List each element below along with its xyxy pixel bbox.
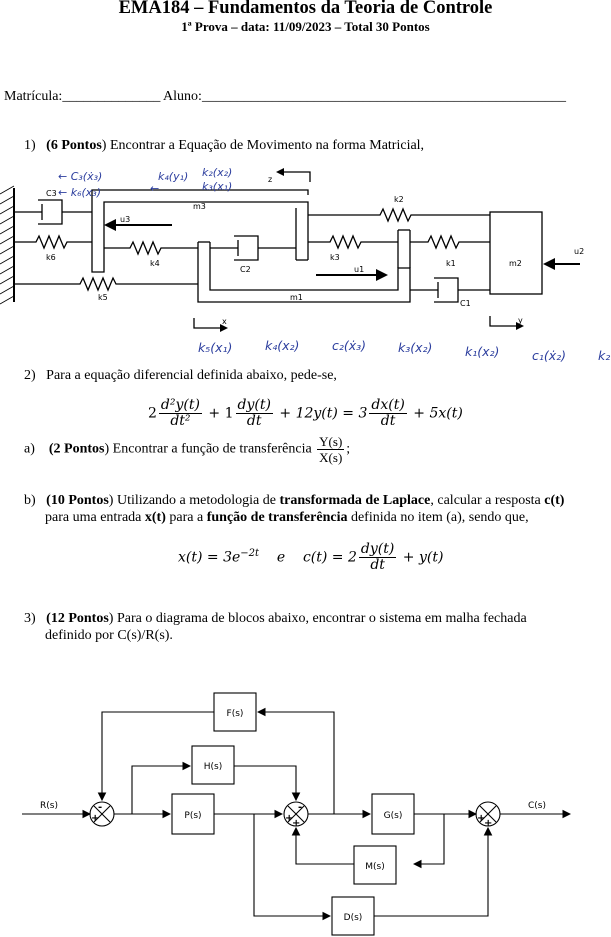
label-m2: m2 [509,259,522,268]
sign-s1-left: + [91,813,99,824]
sign-s2-top: - [298,802,302,813]
q2-item-b: b) (10 Pontos) Utilizando a metodologia … [24,493,565,508]
q2-number: 2) [24,368,36,383]
hw-k5x1: k₅(x₁) [198,340,232,355]
mechanical-system-figure: C3 u3 m3 k6 k4 C2 k3 u1 k2 k1 m2 u2 k5 m… [0,166,610,363]
q1-number: 1) [24,138,36,153]
input-label: R(s) [40,801,58,811]
hw-arrow: ← [150,182,159,195]
block-d: D(s) [344,913,363,923]
hw-k4y1: k₄(y₁) [158,170,188,183]
label-k4: k4 [150,259,160,268]
student-line: Matrícula:______________ Aluno:_________… [4,88,566,105]
label-k1: k1 [446,259,456,268]
hw-c2x3: c₂(ẋ₃) [332,338,366,353]
q1-points: (6 Pontos [46,138,102,153]
label-y: y [518,316,523,325]
sign-s3-bottom: + [484,818,492,829]
hw-k1x2: k₁(x₂) [465,344,499,359]
q2-item-a: a) (2 Pontos) Encontrar a função de tran… [24,434,351,465]
hw-k2: k₂ [598,348,610,363]
label-k5: k5 [98,293,108,302]
question-2: 2) Para a equação diferencial definida a… [24,367,337,384]
hw-k4x2: k₄(x₂) [265,338,299,353]
question-3-line2: definido por C(s)/R(s). [45,628,173,643]
sign-s2-bottom: + [292,818,300,829]
label-c1: C1 [460,299,471,308]
hw-c3x3: ← C₃(ẋ₃) [58,170,102,183]
q2-item-b-line2: para uma entrada x(t) para a função de t… [45,510,529,525]
exam-title: EMA184 – Fundamentos da Teoria de Contro… [118,0,493,18]
label-m3: m3 [193,202,206,211]
aluno-label: Aluno: [163,89,202,104]
block-p: P(s) [184,811,201,821]
output-label: C(s) [528,801,546,811]
label-u3: u3 [120,215,130,224]
label-u1: u1 [354,265,364,274]
hw-k2x2: k₂(x₂) [202,166,232,179]
hw-k3x1: k₃(x₁) [202,180,232,193]
label-u2: u2 [574,247,584,256]
sign-s3-left: + [477,813,485,824]
label-m1: m1 [290,293,303,302]
sign-s2-left: + [285,813,293,824]
block-diagram: F(s) H(s) P(s) G(s) M(s) D(s) R(s) C(s) … [22,692,572,936]
block-h: H(s) [204,762,222,772]
hw-k3x2: k₃(x₂) [398,340,432,355]
question-3: 3) (12 Pontos) Para o diagrama de blocos… [24,611,527,626]
q1-text: ) Encontrar a Equação de Movimento na fo… [101,138,425,153]
label-k6: k6 [46,253,56,262]
label-x: x [222,317,227,326]
exam-subtitle: 1ª Prova – data: 11/09/2023 – Total 30 P… [181,19,430,34]
block-g: G(s) [384,811,403,821]
aluno-field[interactable]: ________________________________________… [201,89,566,104]
q2-text: Para a equação diferencial definida abai… [46,368,337,383]
label-k3: k3 [330,253,340,262]
matricula-label: Matrícula: [4,89,63,104]
label-z: z [268,175,272,184]
label-c3: C3 [46,189,57,198]
hw-c1x2: c₁(ẋ₂) [532,348,566,363]
matricula-field[interactable]: ______________ [62,89,161,104]
label-c2: C2 [240,265,251,274]
question-1: 1) (6 Pontos) Encontrar a Equação de Mov… [24,137,424,154]
sign-s1-top: - [98,802,102,813]
block-m: M(s) [365,862,384,872]
hw-k6x3: ← k₆(x₃) [58,186,101,199]
block-f: F(s) [227,709,244,719]
label-k2: k2 [394,195,404,204]
